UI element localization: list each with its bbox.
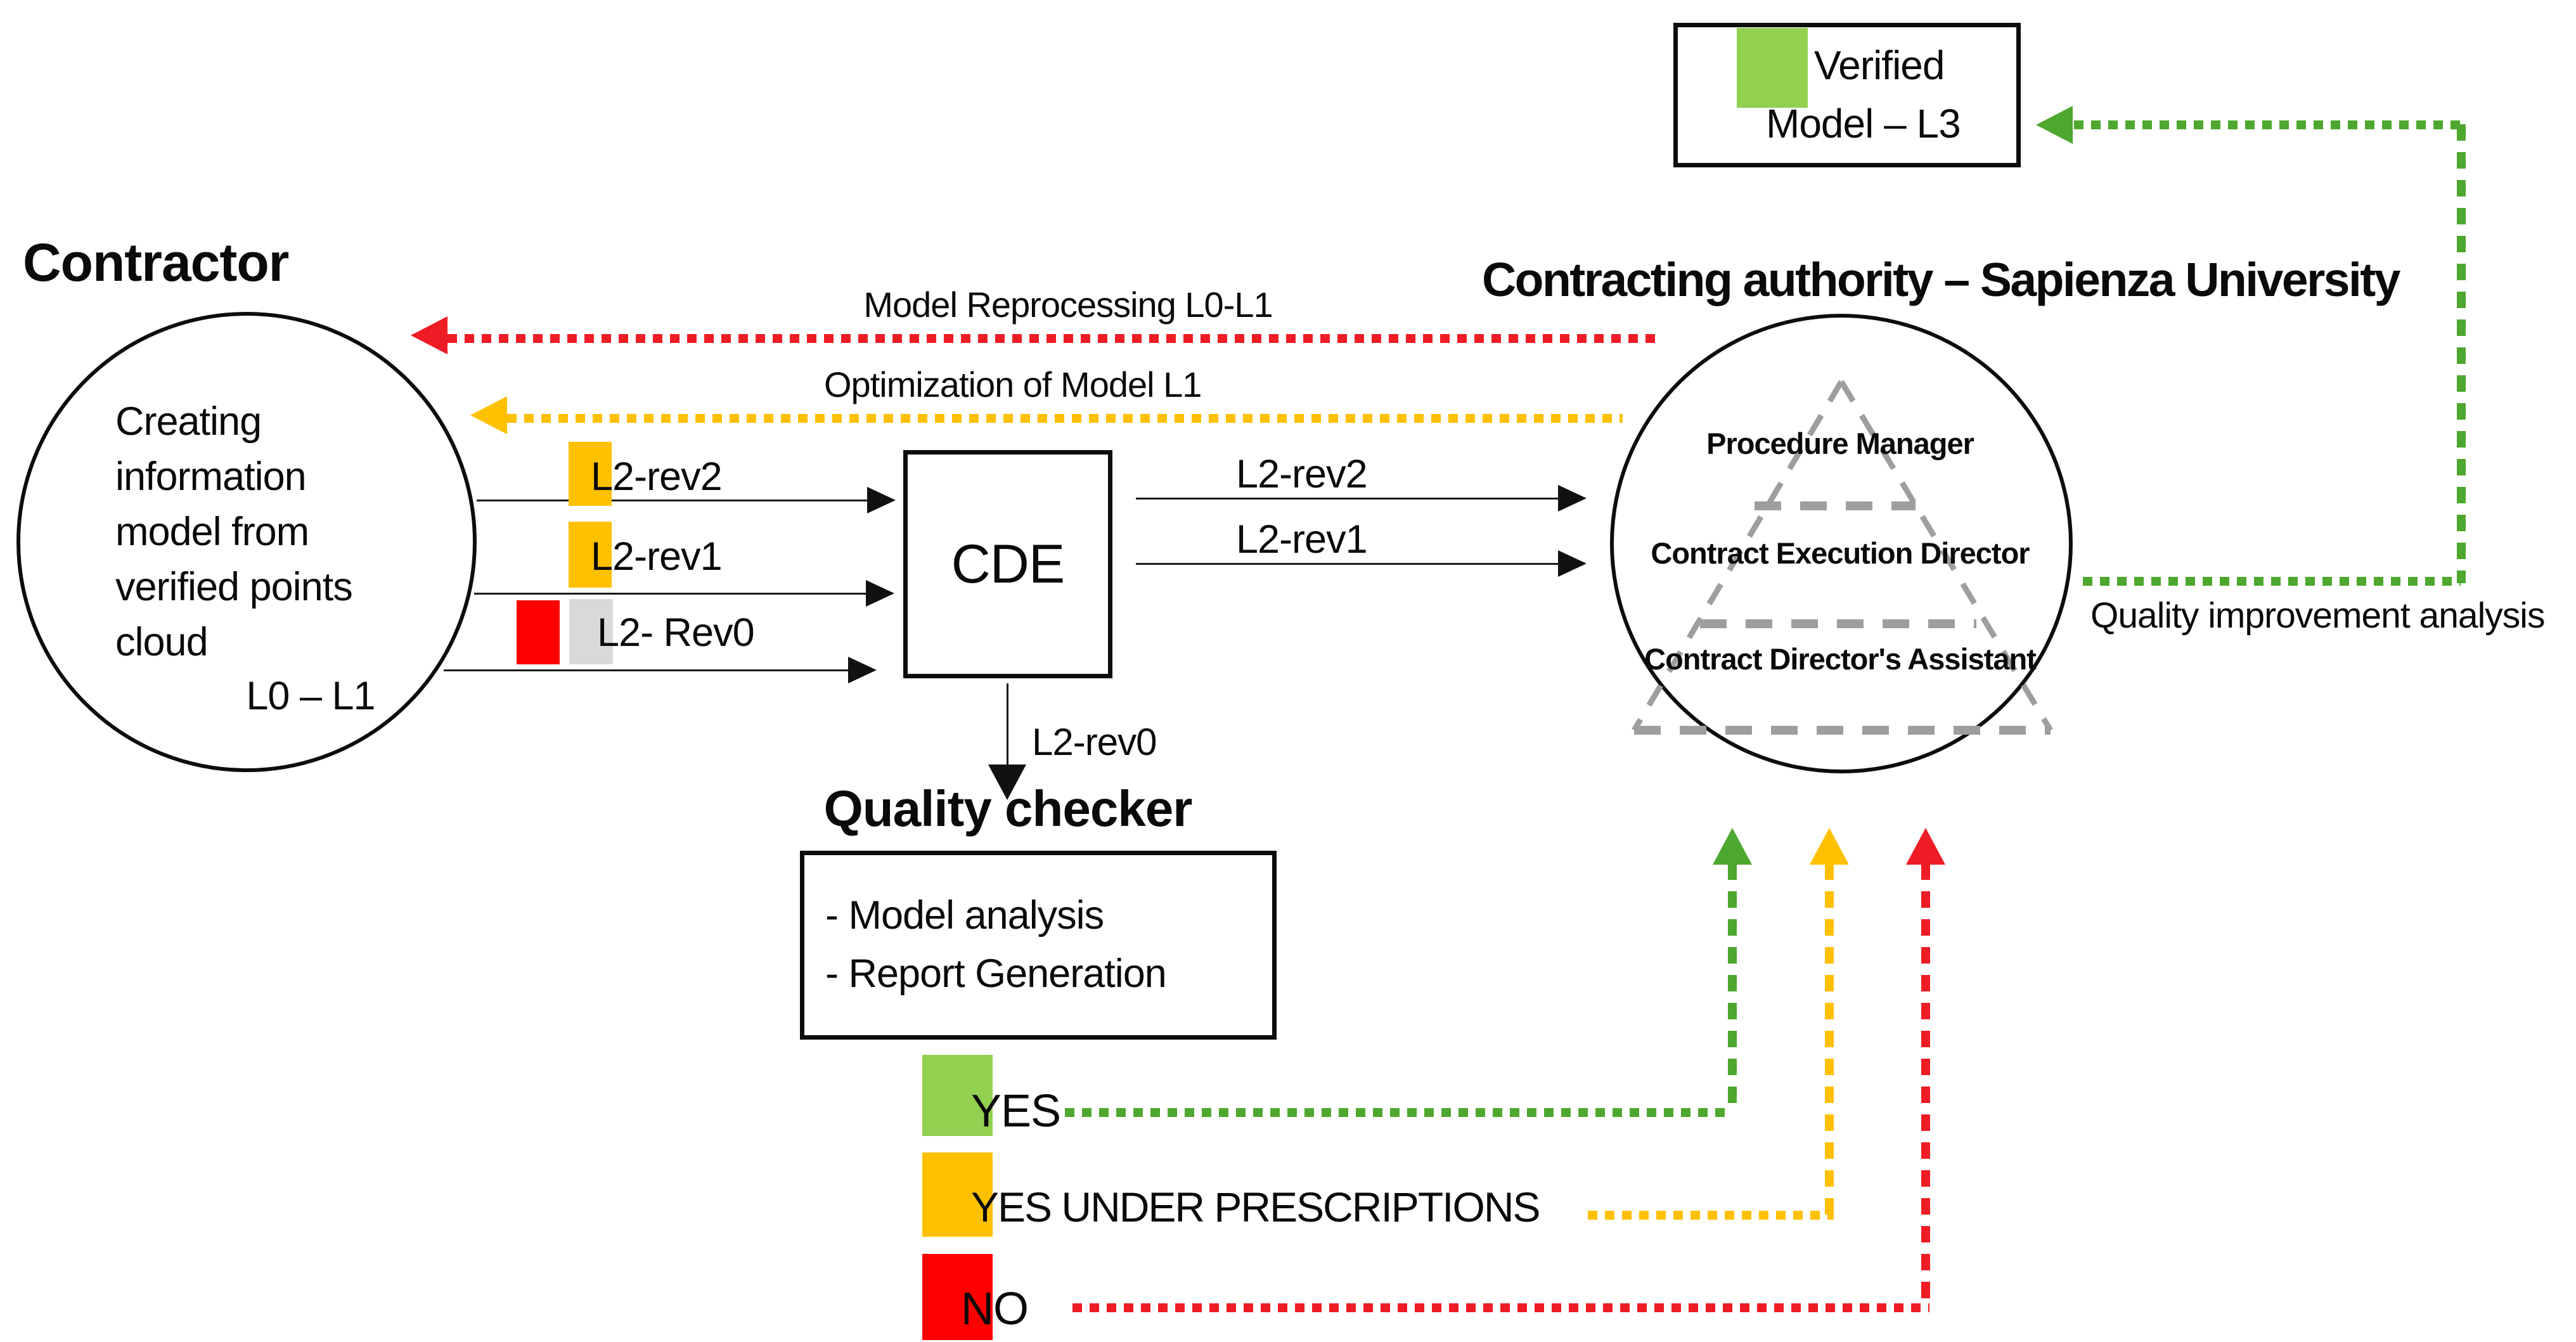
rev0-status-red-swatch	[517, 600, 560, 664]
rev2-status-swatch	[569, 442, 612, 506]
quality-improvement-label: Quality improvement analysis	[2090, 595, 2545, 636]
quality-improvement-top-dotted-line	[2074, 120, 2462, 129]
upload-arrowhead-rev2-icon	[867, 487, 896, 513]
contractor-title: Contractor	[23, 233, 289, 292]
quality-improvement-bottom-dotted-line	[2083, 577, 2461, 586]
legend-yes-under-prescriptions-swatch	[922, 1152, 993, 1237]
rev1-status-swatch	[569, 522, 612, 588]
verified-model-line2: Model – L3	[1766, 101, 1961, 146]
yellow-feedback-dotted-line	[507, 414, 1623, 423]
contractor-circle	[16, 312, 477, 772]
red-feedback-arrowhead-icon	[411, 316, 448, 354]
role-contract-directors-assistant: Contract Director's Assistant	[1644, 642, 2037, 676]
cde-out-label-rev1: L2-rev1	[1236, 517, 1368, 562]
quality-checker-item-model-analysis: - Model analysis	[825, 893, 1104, 938]
yes-under-prescriptions-vertical-dashed-line	[1825, 863, 1834, 1215]
cde-down-arrowhead-icon	[988, 765, 1026, 800]
upload-arrowhead-rev1-icon	[866, 580, 894, 607]
verified-model-green-swatch	[1737, 28, 1808, 108]
upload-label-rev0: L2- Rev0	[597, 610, 755, 655]
upload-arrowhead-rev0-icon	[848, 657, 877, 683]
verified-model-line1: Verified	[1814, 42, 1945, 88]
verified-model-box	[1673, 23, 2021, 167]
legend-no-label: NO	[961, 1284, 1029, 1334]
cde-out-line-rev2	[1136, 498, 1558, 500]
upload-line-rev2	[477, 500, 867, 501]
contractor-circle-text: Creating information model from verified…	[115, 399, 353, 664]
upload-line-rev1	[474, 593, 866, 595]
yes-vertical-dashed-line	[1728, 863, 1737, 1112]
rev0-status-grey-swatch	[569, 599, 613, 664]
red-feedback-dotted-line	[448, 334, 1661, 343]
cde-out-arrowhead-rev1-icon	[1558, 550, 1587, 577]
cde-down-label: L2-rev0	[1032, 721, 1157, 763]
cde-down-line	[1007, 683, 1008, 766]
yes-up-arrowhead-icon	[1713, 828, 1752, 865]
cde-label: CDE	[951, 533, 1066, 595]
hierarchy-pyramid-icon	[1632, 380, 2053, 735]
role-contract-execution-director: Contract Execution Director	[1651, 536, 2030, 570]
authority-title: Contracting authority – Sapienza Univers…	[1482, 253, 2401, 306]
upload-label-rev1: L2-rev1	[591, 534, 723, 579]
upload-label-rev2: L2-rev2	[591, 455, 723, 499]
model-reprocessing-label: Model Reprocessing L0-L1	[863, 285, 1273, 325]
legend-yes-swatch	[922, 1055, 993, 1136]
verified-model-arrowhead-icon	[2036, 106, 2073, 144]
cde-out-arrowhead-rev2-icon	[1558, 485, 1587, 512]
role-procedure-manager: Procedure Manager	[1706, 427, 1974, 460]
legend-yes-under-prescriptions-label: YES UNDER PRESCRIPTIONS	[971, 1184, 1540, 1230]
upload-line-rev0	[444, 669, 848, 671]
quality-improvement-vertical-dashed-line	[2457, 124, 2466, 583]
quality-checker-item-report-generation: - Report Generation	[825, 952, 1167, 996]
cde-out-label-rev2: L2-rev2	[1236, 452, 1368, 496]
legend-yes-label: YES	[971, 1086, 1061, 1137]
no-dotted-line	[1072, 1303, 1929, 1312]
yes-under-prescriptions-dotted-line	[1588, 1211, 1834, 1220]
cde-box: CDE	[903, 450, 1112, 678]
yellow-feedback-arrowhead-icon	[470, 396, 507, 434]
cde-out-line-rev1	[1136, 563, 1558, 565]
yes-dotted-line	[1065, 1108, 1732, 1117]
no-vertical-dashed-line	[1921, 863, 1930, 1307]
legend-no-swatch	[922, 1254, 993, 1340]
quality-checker-title: Quality checker	[823, 780, 1193, 837]
quality-checker-box	[800, 851, 1277, 1040]
yes-under-prescriptions-up-arrowhead-icon	[1810, 828, 1849, 865]
optimization-label: Optimization of Model L1	[824, 365, 1202, 404]
no-up-arrowhead-icon	[1906, 828, 1945, 865]
contractor-level-label: L0 – L1	[246, 674, 375, 718]
authority-circle	[1610, 314, 2073, 773]
